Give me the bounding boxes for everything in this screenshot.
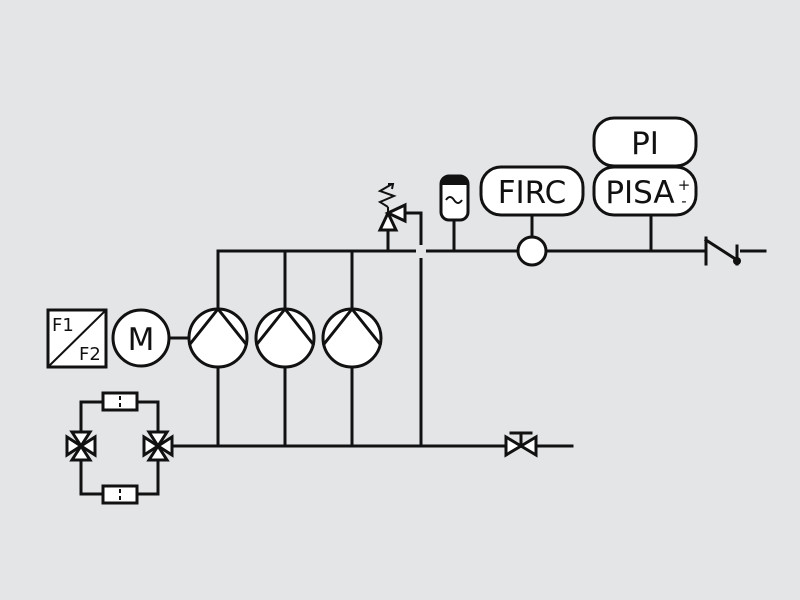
pump-1: [187, 306, 249, 369]
line-crossing-gap: [416, 245, 426, 258]
safety-valve: [377, 183, 423, 253]
suction-gate-valve: [504, 431, 538, 458]
pressure-instruments: PI PISA + -: [592, 116, 698, 253]
pressure-switch-bubble: [592, 165, 698, 217]
motor-label: M: [128, 322, 155, 358]
strainer-top: [101, 391, 139, 412]
frequency-converter-top-label: F1: [52, 315, 74, 336]
motor-symbol: M: [111, 308, 171, 368]
pressure-switch-tag: PISA: [605, 175, 674, 211]
pump-2: [254, 306, 316, 369]
frequency-converter: F1 F2: [46, 308, 108, 369]
frequency-converter-bottom-label: F2: [79, 344, 101, 365]
pressure-switch-minus-sign: -: [681, 192, 686, 210]
strainer-bottom: [101, 484, 139, 505]
check-valve: [703, 236, 741, 266]
three-way-valve-left: [65, 430, 97, 462]
three-way-valve-right: [142, 430, 174, 462]
pressure-indicator-tag: PI: [631, 126, 659, 162]
expansion-vessel: [439, 174, 470, 253]
filter-loop: [79, 400, 160, 496]
flow-instrument-tag: FIRC: [498, 175, 567, 211]
flow-sensor: [516, 235, 548, 267]
flow-instrument: FIRC: [479, 165, 585, 267]
pressure-switch-plus-sign: +: [678, 176, 691, 194]
pump-3: [321, 306, 383, 369]
